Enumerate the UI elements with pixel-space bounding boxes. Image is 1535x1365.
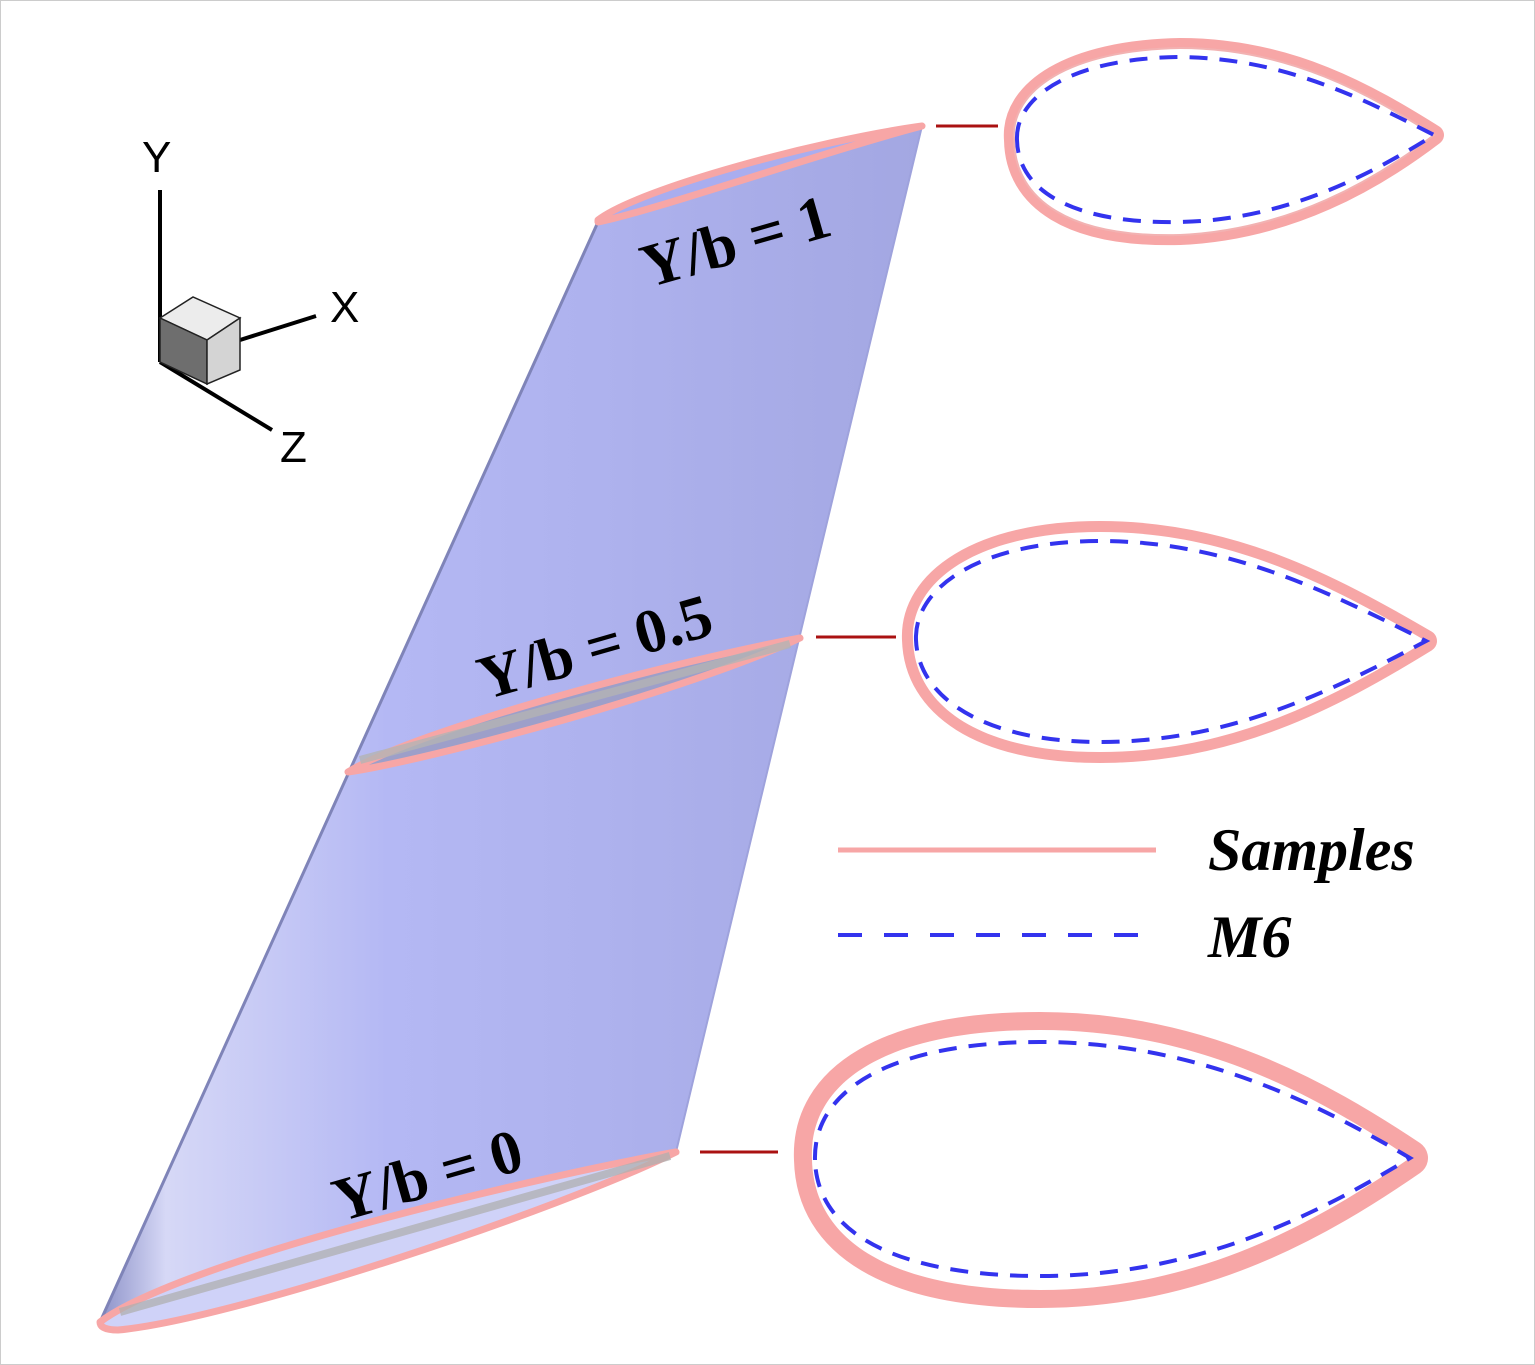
legend-m6-label: M6: [1207, 904, 1291, 970]
airfoil-tip-m6-curve: [1014, 54, 1439, 225]
airfoil-mid-interior: [912, 532, 1426, 752]
wing-section-tip: [594, 122, 926, 226]
z-axis-label: Z: [280, 423, 307, 472]
x-axis-line: [239, 314, 317, 342]
axis-triad: Y X Z: [142, 133, 359, 472]
wing-surface: [96, 122, 926, 1334]
airfoil-profile-mid: [901, 521, 1437, 763]
airfoil-root-interior: [811, 1030, 1410, 1290]
wing-section-mid-shade: [358, 640, 792, 764]
legend: Samples M6: [838, 817, 1415, 970]
wing-section-root-shade: [118, 1152, 672, 1316]
airfoil-root-m6-curve: [812, 1039, 1414, 1279]
airfoil-mid-m6-curve: [913, 538, 1431, 745]
x-axis-label: X: [330, 283, 359, 332]
legend-samples-label: Samples: [1208, 817, 1415, 883]
airfoil-profile-tip: [1003, 38, 1444, 246]
z-axis-line: [158, 360, 274, 432]
airfoil-profile-root: [793, 1012, 1428, 1308]
airfoil-tip-samples-inner-edge: [1012, 46, 1436, 237]
y-axis-label: Y: [142, 133, 171, 182]
cube-front-face: [206, 316, 241, 386]
